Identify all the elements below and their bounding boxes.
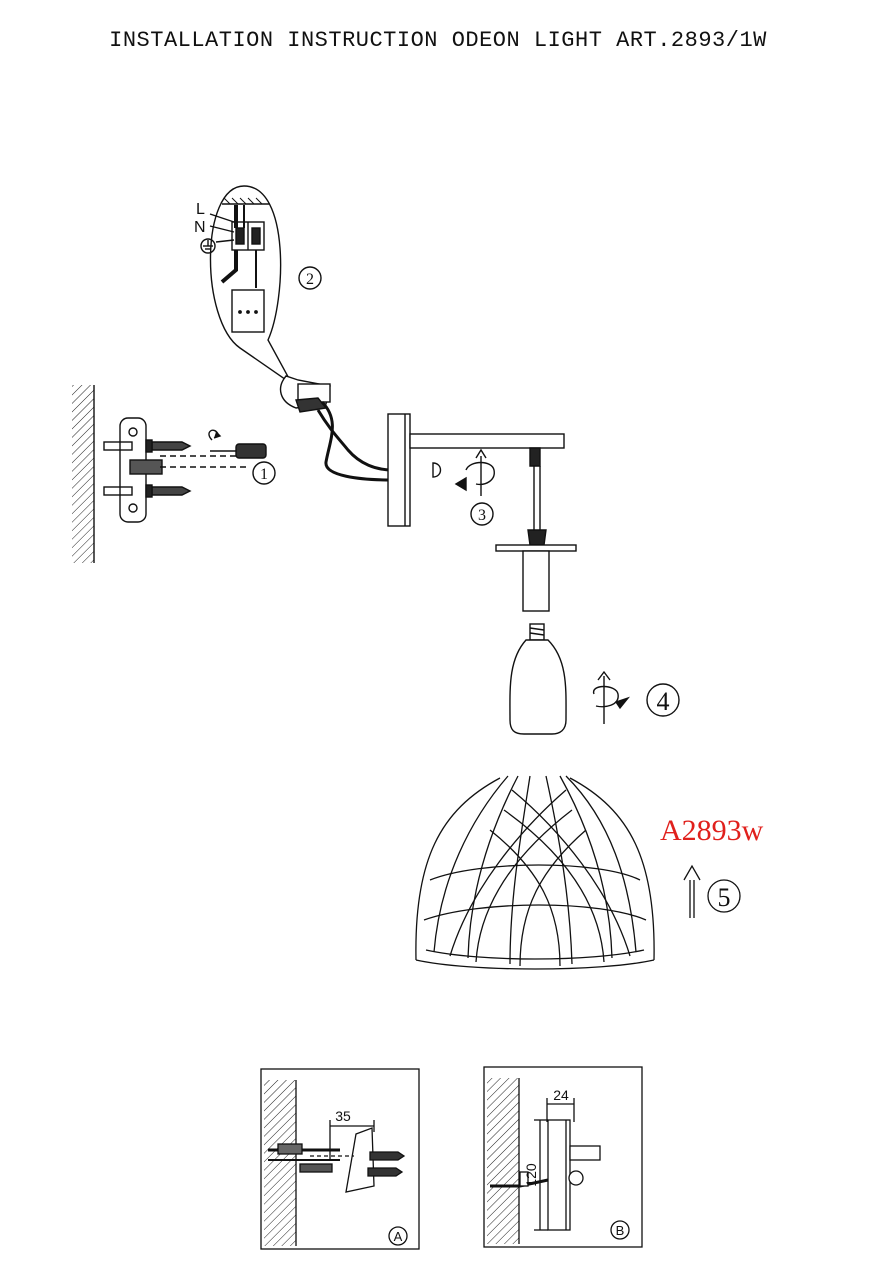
detail-b-label: B (616, 1223, 625, 1238)
screwdriver-icon (208, 429, 267, 459)
step-2-marker (298, 266, 322, 290)
page-title: INSTALLATION INSTRUCTION ODEON LIGHT ART… (109, 28, 767, 53)
detail-a-label: A (394, 1229, 403, 1244)
socket-cup (495, 544, 577, 552)
step-3-number: 3 (478, 507, 486, 524)
callout-bubble (209, 185, 293, 385)
rotate-arrow-icon (454, 448, 495, 496)
step-5-marker (707, 879, 741, 913)
step-4-marker (646, 683, 680, 717)
bracket-hole-top (128, 427, 138, 437)
wall-anchor-top (103, 441, 133, 451)
wall-plug-center (129, 459, 163, 475)
light-bulb (509, 623, 680, 735)
wiring-callout (200, 185, 322, 385)
fixture-arm (409, 433, 565, 449)
step-5-number: 5 (718, 883, 731, 912)
fixture-connector-box (231, 289, 265, 333)
neutral-wire-label: N (194, 219, 206, 236)
detail-a-dimension: 35 (335, 1108, 351, 1124)
detail-b-height: 120 (523, 1163, 539, 1187)
screw-bottom (145, 484, 192, 498)
step-3-marker (470, 502, 494, 526)
step-2-number: 2 (306, 271, 314, 288)
step-1-number: 1 (260, 466, 268, 483)
bracket-hole-bottom (128, 503, 138, 513)
wall-hatch (72, 385, 94, 563)
wall-mount-assembly (72, 385, 276, 563)
wall-arm-fixture (387, 413, 577, 612)
detail-b-panel (483, 1066, 643, 1248)
wall-plate (387, 413, 411, 527)
earth-ground-icon (200, 238, 235, 254)
detail-b-marker (610, 1220, 630, 1240)
hook-icon (432, 462, 442, 478)
live-wire-label: L (196, 201, 205, 218)
arrow-up-icon (683, 864, 701, 918)
step-4-number: 4 (657, 687, 670, 716)
detail-a-marker (388, 1226, 408, 1246)
screw-top (145, 439, 192, 453)
rotate-arrow-icon (593, 670, 631, 724)
junction-connector (279, 375, 393, 482)
model-label: A2893w (660, 814, 764, 847)
wire-shade (415, 775, 741, 970)
detail-a-panel (260, 1068, 420, 1250)
step-1-marker (252, 461, 276, 485)
lamp-socket (522, 550, 550, 612)
detail-b-width: 24 (553, 1087, 569, 1103)
wall-anchor-bottom (103, 486, 133, 496)
